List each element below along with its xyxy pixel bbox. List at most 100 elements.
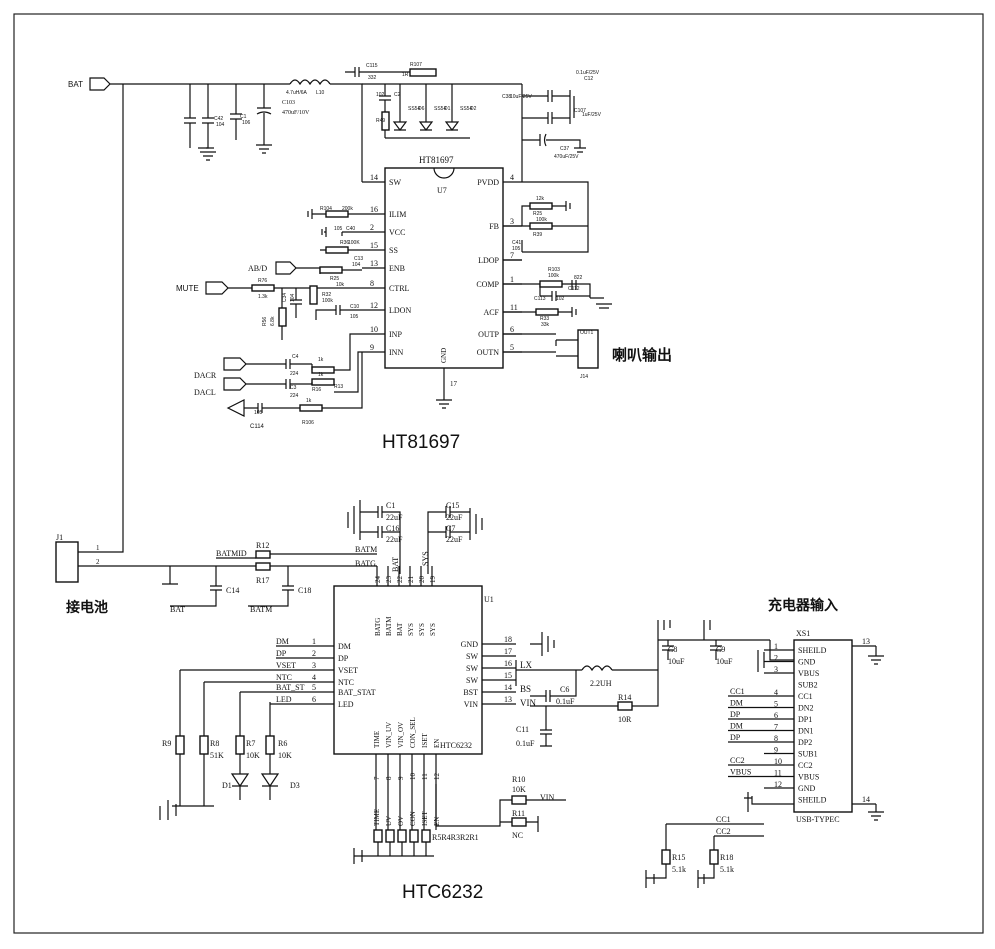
svg-text:33k: 33k	[541, 322, 550, 328]
chg-bottom-pin-net: UV	[385, 816, 393, 826]
svg-text:D1: D1	[444, 106, 451, 112]
amp-left-pin-name: VCC	[389, 228, 405, 237]
svg-text:105: 105	[350, 314, 359, 320]
usb-pin-number: 4	[774, 688, 778, 697]
svg-text:0.1uF: 0.1uF	[516, 739, 535, 748]
svg-text:OUT1: OUT1	[580, 330, 594, 336]
usb-pin-number: 5	[774, 700, 778, 709]
amp-left-pin-name: SS	[389, 246, 398, 255]
svg-text:BATM: BATM	[250, 605, 272, 614]
amp-left-pin-name: LDON	[389, 306, 411, 315]
svg-text:104: 104	[352, 262, 361, 268]
svg-text:5.1k: 5.1k	[720, 865, 734, 874]
chg-bottom-pin-name: EN	[433, 739, 441, 748]
amp-left-pin-name: CTRL	[389, 284, 410, 293]
usb-pin-name: CC2	[798, 761, 813, 770]
svg-text:12k: 12k	[536, 196, 545, 202]
sheet-border	[13, 13, 984, 934]
usb-pin-number: 2	[774, 654, 778, 663]
svg-text:BATMID: BATMID	[216, 549, 247, 558]
chg-left-pin-net: BAT_ST	[276, 683, 305, 692]
svg-text:100k: 100k	[536, 217, 547, 223]
chg-bottom-pin-number: 8	[385, 776, 393, 780]
svg-text:R106: R106	[302, 420, 314, 426]
svg-text:10K: 10K	[512, 785, 526, 794]
chg-left-pin-net: DP	[276, 649, 287, 658]
svg-text:VIN: VIN	[540, 793, 554, 802]
svg-text:224: 224	[290, 371, 299, 377]
chg-bottom-pin-name: TIME	[373, 731, 381, 748]
chg-top-pin-number: 23	[385, 576, 393, 584]
usb-pin-name: SUB1	[798, 750, 818, 759]
svg-text:C1: C1	[240, 114, 247, 120]
chg-bottom-pin-name: VIN_OV	[397, 722, 405, 748]
svg-text:R104: R104	[320, 206, 332, 212]
battery-connector-j1	[55, 541, 79, 583]
chg-bottom-pin-number: 7	[373, 776, 381, 780]
amp-right-pin-name: FB	[489, 222, 499, 231]
chg-top-pin-number: 21	[407, 576, 415, 584]
amp-left-pin-number: 2	[370, 223, 374, 232]
svg-text:AB/D: AB/D	[248, 264, 267, 273]
svg-text:C9: C9	[716, 645, 725, 654]
svg-text:100K: 100K	[348, 240, 360, 246]
usb-pin-number: 12	[774, 780, 782, 789]
dacl-port-icon	[223, 377, 247, 391]
amp-left-pin-number: 9	[370, 343, 374, 352]
chg-bottom-pin-number: 10	[409, 773, 417, 781]
chg-right-pin-number: 16	[504, 659, 512, 668]
amp-right-pin-number: 7	[510, 251, 514, 260]
l10-inductor	[289, 79, 331, 86]
svg-text:SS54: SS54	[460, 106, 472, 112]
amp-right-pin-name: LDOP	[478, 256, 499, 265]
svg-text:1.3k: 1.3k	[258, 294, 268, 300]
usb-pin-name: DN2	[798, 704, 814, 713]
svg-text:GND: GND	[440, 348, 448, 363]
svg-text:C41: C41	[512, 240, 521, 246]
svg-text:1: 1	[96, 544, 100, 552]
amp-right-pin-name: PVDD	[477, 178, 499, 187]
svg-text:R76: R76	[258, 278, 267, 284]
svg-text:D3: D3	[290, 781, 300, 790]
amp-right-pin-number: 6	[510, 325, 514, 334]
svg-text:J1: J1	[56, 533, 63, 542]
amp-left-pin-name: ENB	[389, 264, 405, 273]
usb-net-label: CC2	[730, 756, 745, 765]
svg-text:10R: 10R	[618, 715, 632, 724]
svg-text:R13: R13	[334, 384, 343, 390]
svg-text:R25: R25	[533, 211, 542, 217]
svg-text:C2: C2	[394, 92, 401, 98]
svg-text:C8: C8	[668, 645, 677, 654]
chg-right-pin-number: 15	[504, 671, 512, 680]
svg-text:C18: C18	[298, 586, 311, 595]
usb-pin-number: 10	[774, 757, 782, 766]
svg-text:R56: R56	[262, 317, 268, 326]
amp-left-pin-number: 14	[370, 173, 378, 182]
svg-text:MUTE: MUTE	[176, 284, 199, 293]
amp-left-pin-name: ILIM	[389, 210, 406, 219]
svg-text:C4: C4	[292, 354, 299, 360]
svg-text:C12: C12	[584, 76, 593, 82]
svg-text:R8: R8	[210, 739, 219, 748]
amp-right-pin-name: OUTP	[478, 330, 499, 339]
chg-top-pin-name: BAT	[396, 622, 404, 636]
htc6232-title: HTC6232	[402, 882, 483, 903]
svg-text:22uF: 22uF	[446, 513, 463, 522]
mute-port-icon	[205, 281, 229, 295]
charger-section: J1 1 2 接电池 BATMID R12 R17 BATM BATG C14 …	[55, 500, 884, 903]
svg-text:C112: C112	[568, 286, 580, 292]
amp-right-pin-name: ACF	[483, 308, 499, 317]
usb-net-label: DM	[730, 722, 743, 731]
svg-text:USB-TYPEC: USB-TYPEC	[796, 815, 840, 824]
usb-pin-name: SUB2	[798, 681, 818, 690]
chg-left-pin-name: DP	[338, 654, 349, 663]
chg-top-pin-number: 24	[374, 576, 382, 584]
chg-bottom-pin-net: ISET	[421, 811, 429, 827]
svg-text:R25: R25	[330, 276, 339, 282]
chg-right-pin-name: SW	[466, 676, 478, 685]
svg-text:105: 105	[254, 410, 263, 416]
bottom-resistor-bank: R5R4R3R2R1	[353, 829, 479, 864]
svg-text:C40: C40	[346, 226, 355, 232]
usb-pin-number: 3	[774, 665, 778, 674]
